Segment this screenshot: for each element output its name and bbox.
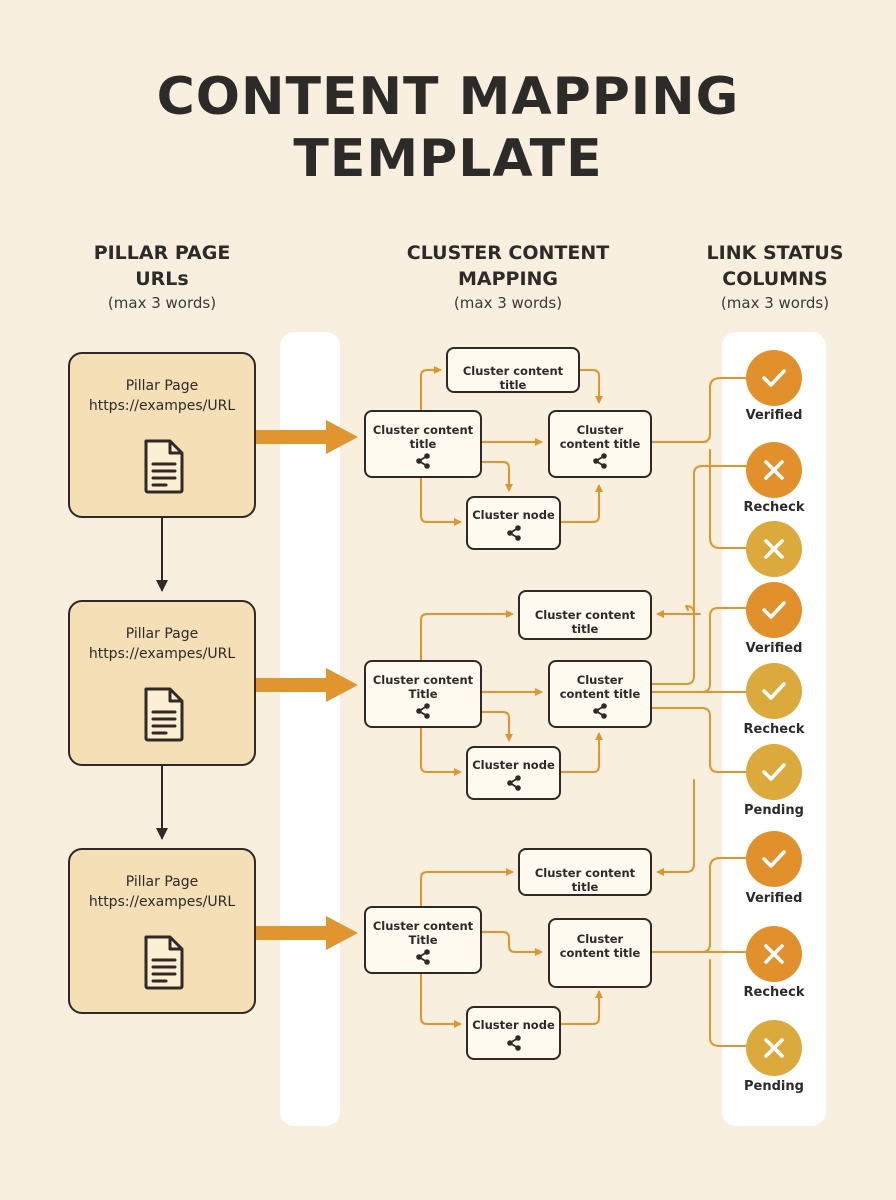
cluster-node-1[interactable]: Cluster node xyxy=(466,496,561,550)
node-label-line-1: Cluster content xyxy=(372,919,474,933)
status-badge-pending xyxy=(746,1020,802,1076)
share-icon xyxy=(416,949,430,965)
node-label-line-1: Cluster xyxy=(576,673,624,687)
cluster-column-heading: CLUSTER CONTENT MAPPING (max 3 words) xyxy=(388,240,628,314)
node-label-line-1: Cluster xyxy=(576,423,624,437)
document-icon xyxy=(144,439,184,494)
node-label-line-1: Cluster xyxy=(576,932,624,946)
cluster-right-node-1[interactable]: Cluster content title xyxy=(548,410,652,478)
check-icon xyxy=(762,601,786,619)
cross-icon xyxy=(764,539,784,559)
cross-icon xyxy=(764,460,784,480)
cluster-top-node-2[interactable]: Cluster content title xyxy=(518,590,652,640)
pillar-heading-line-1: PILLAR PAGE xyxy=(93,242,231,264)
node-label-line-1: Cluster content xyxy=(372,423,474,437)
node-label-line-1: Cluster content xyxy=(372,673,474,687)
pillar-column-heading: PILLAR PAGE URLs (max 3 words) xyxy=(62,240,262,314)
status-column-heading: LINK STATUS COLUMNS (max 3 words) xyxy=(680,240,870,314)
cluster-main-node-3[interactable]: Cluster content Title xyxy=(364,906,482,974)
check-icon xyxy=(762,682,786,700)
cross-icon xyxy=(764,944,784,964)
pillar-url[interactable]: https://exampes/URL xyxy=(88,894,236,910)
cluster-heading-note: (max 3 words) xyxy=(453,294,563,312)
cluster-group-3-links xyxy=(420,868,603,1028)
status-heading-note: (max 3 words) xyxy=(720,294,830,312)
node-label-line-2: content title xyxy=(559,437,641,451)
node-label: Cluster node xyxy=(472,758,555,772)
node-label-line-2: Title xyxy=(408,687,438,701)
share-icon xyxy=(416,453,430,469)
pillar-label: Pillar Page xyxy=(125,626,199,642)
check-icon xyxy=(762,369,786,387)
node-label: Cluster content title xyxy=(462,364,564,392)
node-label-line-2: content title xyxy=(559,687,641,701)
cluster-top-node-3[interactable]: Cluster content title xyxy=(518,848,652,896)
pillar-heading-note: (max 3 words) xyxy=(107,294,217,312)
node-label: Cluster content title xyxy=(534,608,636,636)
node-label-line-2: content title xyxy=(559,946,641,960)
share-icon xyxy=(416,703,430,719)
node-label-line-2: Title xyxy=(408,933,438,947)
cluster-main-node-1[interactable]: Cluster content title xyxy=(364,410,482,478)
cluster-heading-line-2: MAPPING xyxy=(457,268,559,290)
status-label: Verified xyxy=(745,641,803,656)
status-label: Verified xyxy=(745,891,803,906)
status-badge-verified xyxy=(746,582,802,638)
cluster-node-2[interactable]: Cluster node xyxy=(466,746,561,800)
divider-strip xyxy=(280,332,340,1126)
status-label: Recheck xyxy=(743,722,805,737)
cluster-right-node-2[interactable]: Cluster content title xyxy=(548,660,652,728)
status-links xyxy=(650,377,747,1047)
pillar-url[interactable]: https://exampes/URL xyxy=(88,398,236,414)
cross-icon xyxy=(764,1038,784,1058)
title-line-2: TEMPLATE xyxy=(293,129,603,189)
node-label: Cluster content title xyxy=(534,866,636,894)
node-label: Cluster node xyxy=(472,1018,555,1032)
node-label: Cluster node xyxy=(472,508,555,522)
check-icon xyxy=(762,763,786,781)
share-icon xyxy=(506,525,521,541)
cluster-top-node-1[interactable]: Cluster content title xyxy=(446,347,580,393)
status-label: Recheck xyxy=(743,985,805,1000)
share-icon xyxy=(593,703,607,719)
cluster-group-1-links xyxy=(420,366,603,526)
status-label: Verified xyxy=(745,408,803,423)
status-heading-line-1: LINK STATUS xyxy=(706,242,844,264)
cluster-group-2-links xyxy=(420,610,603,776)
status-badge-unlabeled xyxy=(746,521,802,577)
status-label: Pending xyxy=(744,803,804,818)
share-icon xyxy=(506,775,521,791)
pillar-label: Pillar Page xyxy=(125,874,199,890)
document-icon xyxy=(144,935,184,990)
status-badge-verified xyxy=(746,831,802,887)
document-icon xyxy=(144,687,184,742)
status-badge-recheck xyxy=(746,926,802,982)
pillar-label: Pillar Page xyxy=(125,378,199,394)
pillar-card-3[interactable]: Pillar Page https://exampes/URL xyxy=(68,848,256,1014)
cluster-node-3[interactable]: Cluster node xyxy=(466,1006,561,1060)
status-badge-verified xyxy=(746,350,802,406)
pillar-url[interactable]: https://exampes/URL xyxy=(88,646,236,662)
cluster-heading-line-1: CLUSTER CONTENT xyxy=(406,242,610,264)
cluster-main-node-2[interactable]: Cluster content Title xyxy=(364,660,482,728)
title-line-1: CONTENT MAPPING xyxy=(156,67,740,127)
pillar-card-1[interactable]: Pillar Page https://exampes/URL xyxy=(68,352,256,518)
pillar-card-2[interactable]: Pillar Page https://exampes/URL xyxy=(68,600,256,766)
pillar-heading-line-2: URLs xyxy=(135,268,189,290)
share-icon xyxy=(593,453,607,469)
check-icon xyxy=(762,850,786,868)
status-label: Pending xyxy=(744,1079,804,1094)
node-label-line-2: title xyxy=(409,437,437,451)
pillar-to-cluster-arrows xyxy=(256,420,358,950)
share-icon xyxy=(506,1035,521,1051)
cluster-right-node-3[interactable]: Cluster content title xyxy=(548,918,652,988)
status-badge-pending xyxy=(746,744,802,800)
status-label: Recheck xyxy=(743,500,805,515)
page-title: CONTENT MAPPING TEMPLATE xyxy=(0,66,896,190)
status-heading-line-2: COLUMNS xyxy=(722,268,828,290)
status-badge-recheck xyxy=(746,442,802,498)
status-badge-recheck xyxy=(746,663,802,719)
